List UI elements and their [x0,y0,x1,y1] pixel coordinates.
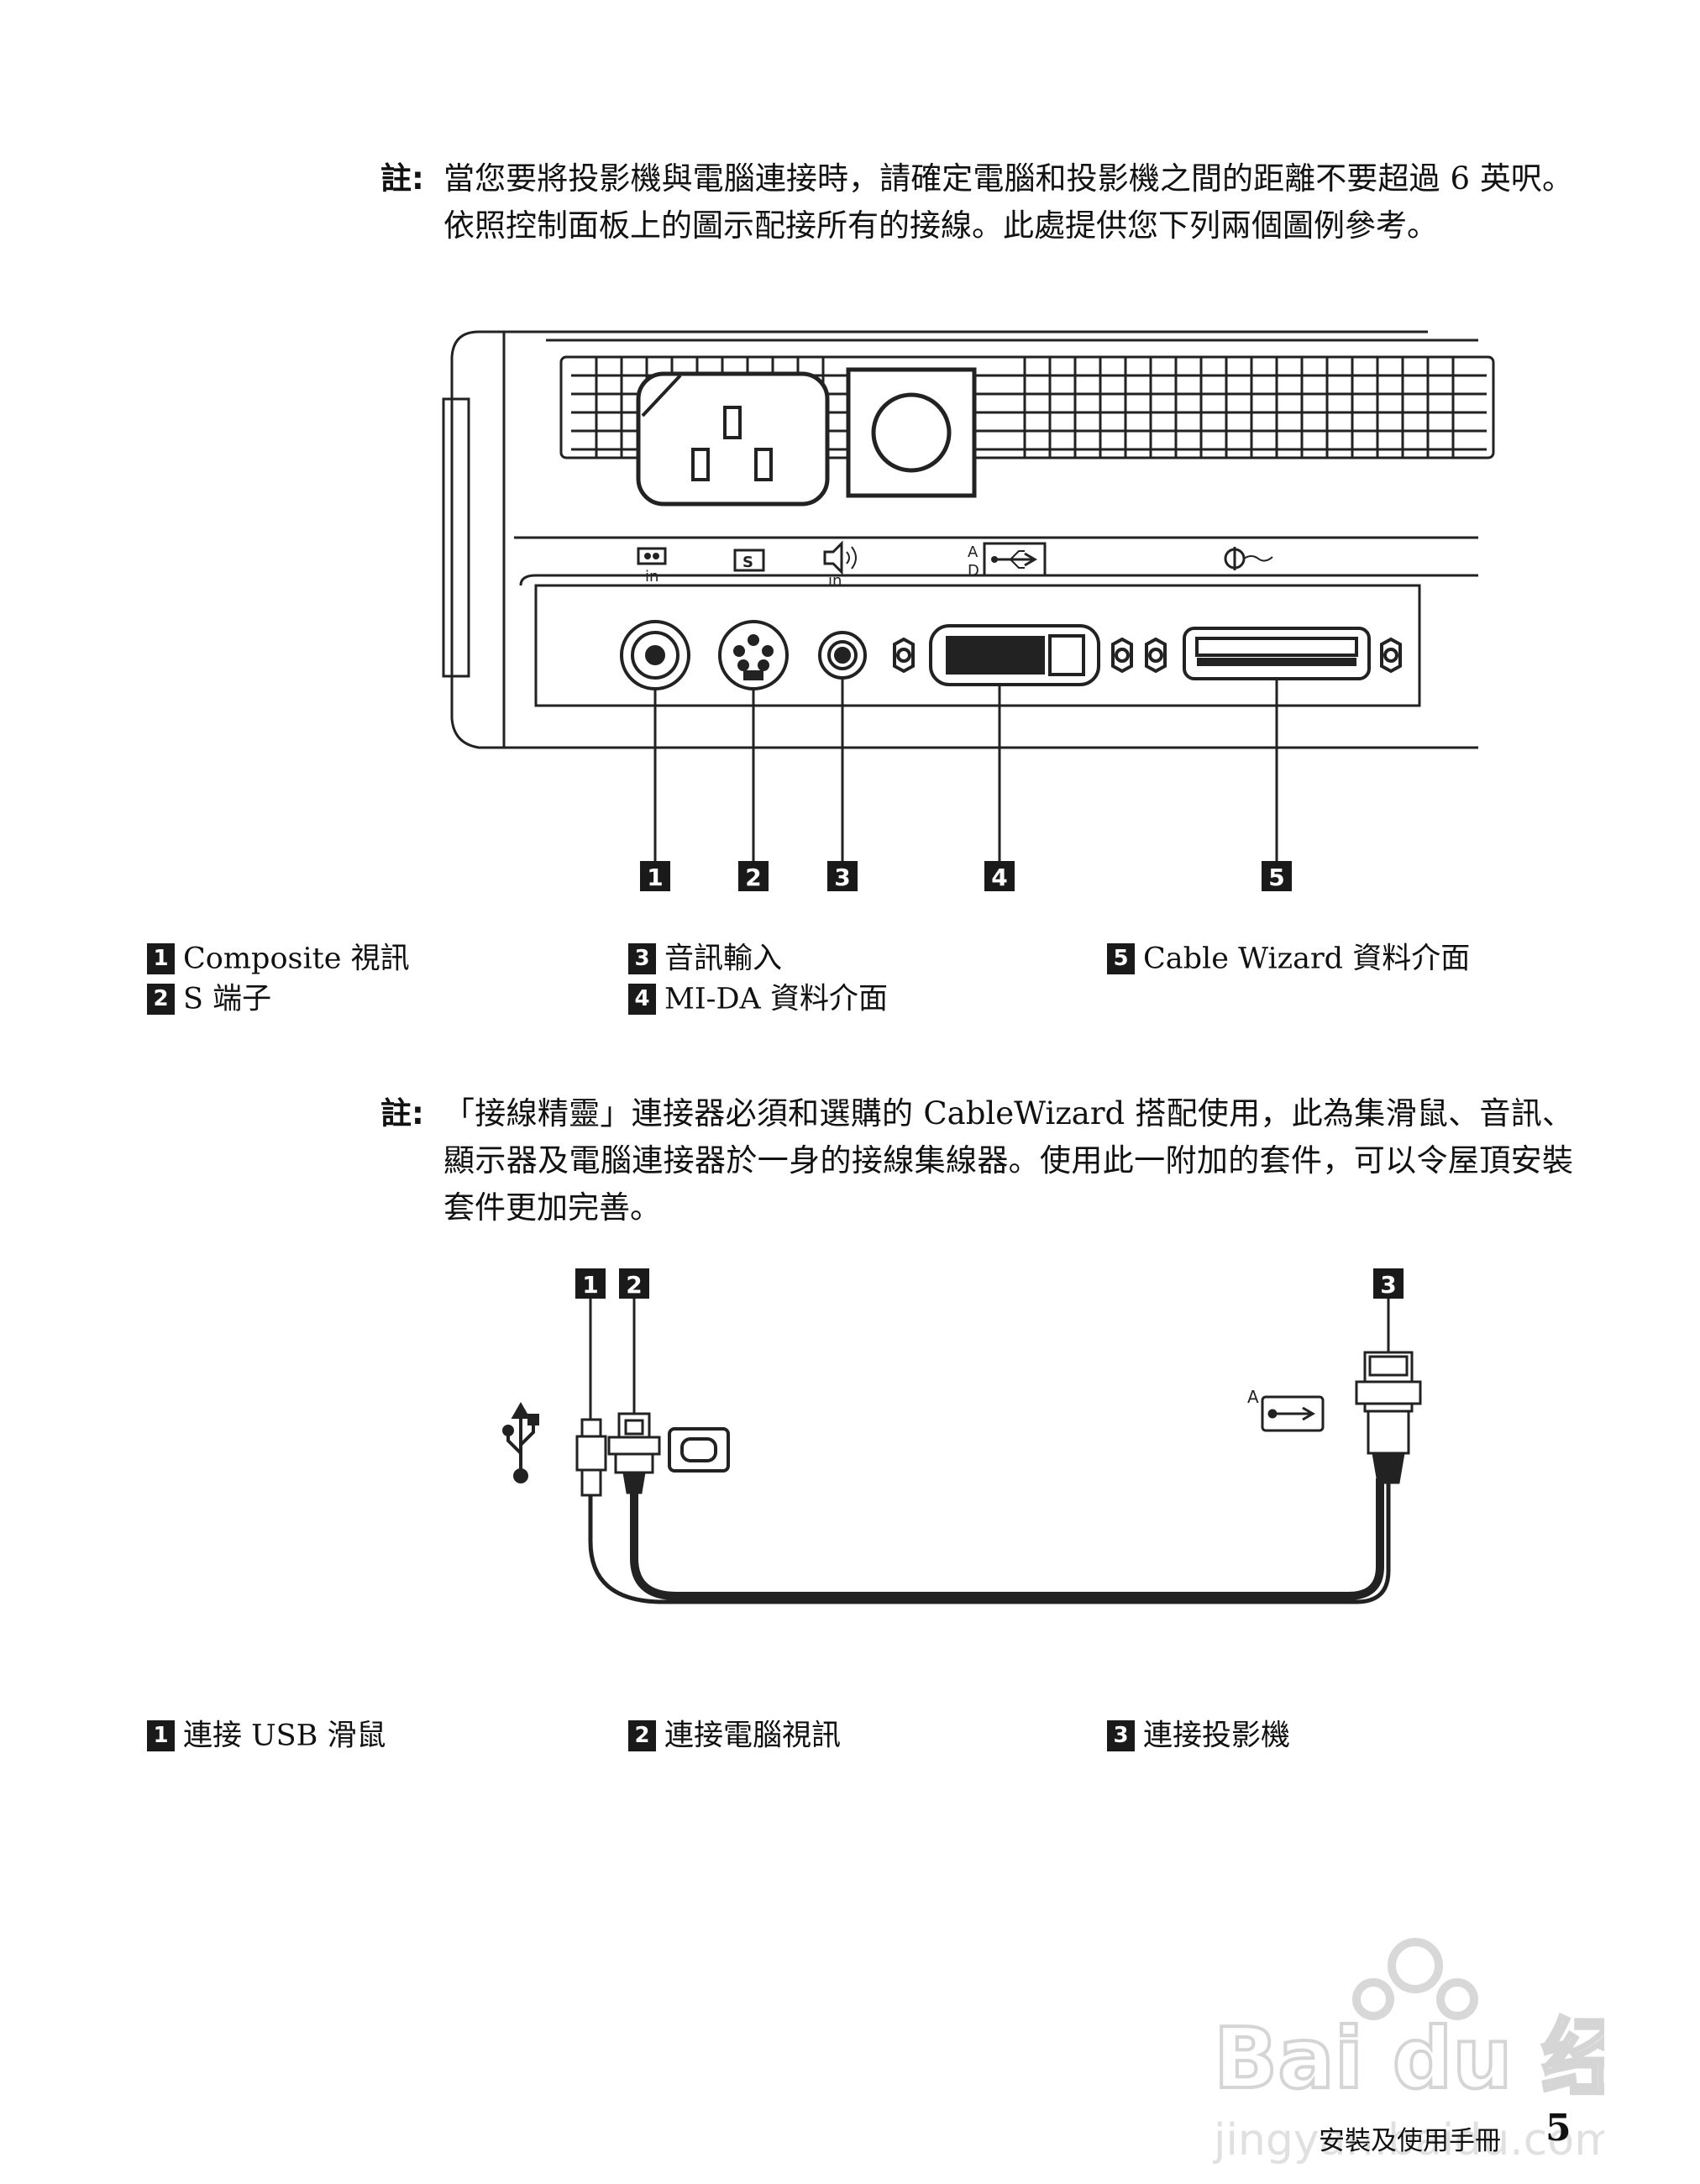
rear-panel-figure: in S in A D [442,330,1495,891]
svideo-icon-label: S [742,554,753,571]
fig2-callout-3: 3 [1380,1271,1396,1299]
note-1-label: 註: [380,160,424,197]
note-1-text: 當您要將投影機與電腦連接時，請確定電腦和投影機之間的距離不要超過 6 英呎。依照… [443,160,1573,244]
watermark-logo-text: Bai du 经验 [1214,2009,1604,2108]
note-2-text: 「接線精靈」連接器必須和選購的 CableWizard 搭配使用，此為集滑鼠、音… [443,1095,1573,1226]
note-1: 註: 當您要將投影機與電腦連接時，請確定電腦和投影機之間的距離不要超過 6 英呎… [380,155,1573,249]
callout-1: 1 [647,864,663,891]
footer-title: 安裝及使用手冊 [1319,2126,1501,2156]
callout-4: 4 [991,864,1007,891]
note-2: 註: 「接線精靈」連接器必須和選購的 CableWizard 搭配使用，此為集滑… [380,1090,1573,1231]
fig2-callout-2: 2 [626,1271,642,1299]
cablewizard-figure: 1 2 3 A [502,1268,1422,1604]
mida-icon-label-d: D [968,562,979,580]
mida-icon-label-a: A [968,543,979,561]
fig2-callout-1: 1 [582,1271,598,1299]
note-2-label: 註: [380,1095,424,1131]
fig2-port-label: A [1247,1387,1259,1407]
usb-icon [502,1401,539,1483]
watermark-url-text: jingyan.baidu.com [1213,2115,1604,2166]
composite-icon-label: in [645,568,658,585]
baidu-watermark: Bai du 经验 jingyan.baidu.com [1212,1938,1604,2166]
callout-5: 5 [1268,864,1284,891]
callout-3: 3 [834,864,850,891]
page-number: 5 [1545,2107,1571,2150]
callout-2: 2 [745,864,761,891]
audio-icon-label: in [828,572,842,590]
